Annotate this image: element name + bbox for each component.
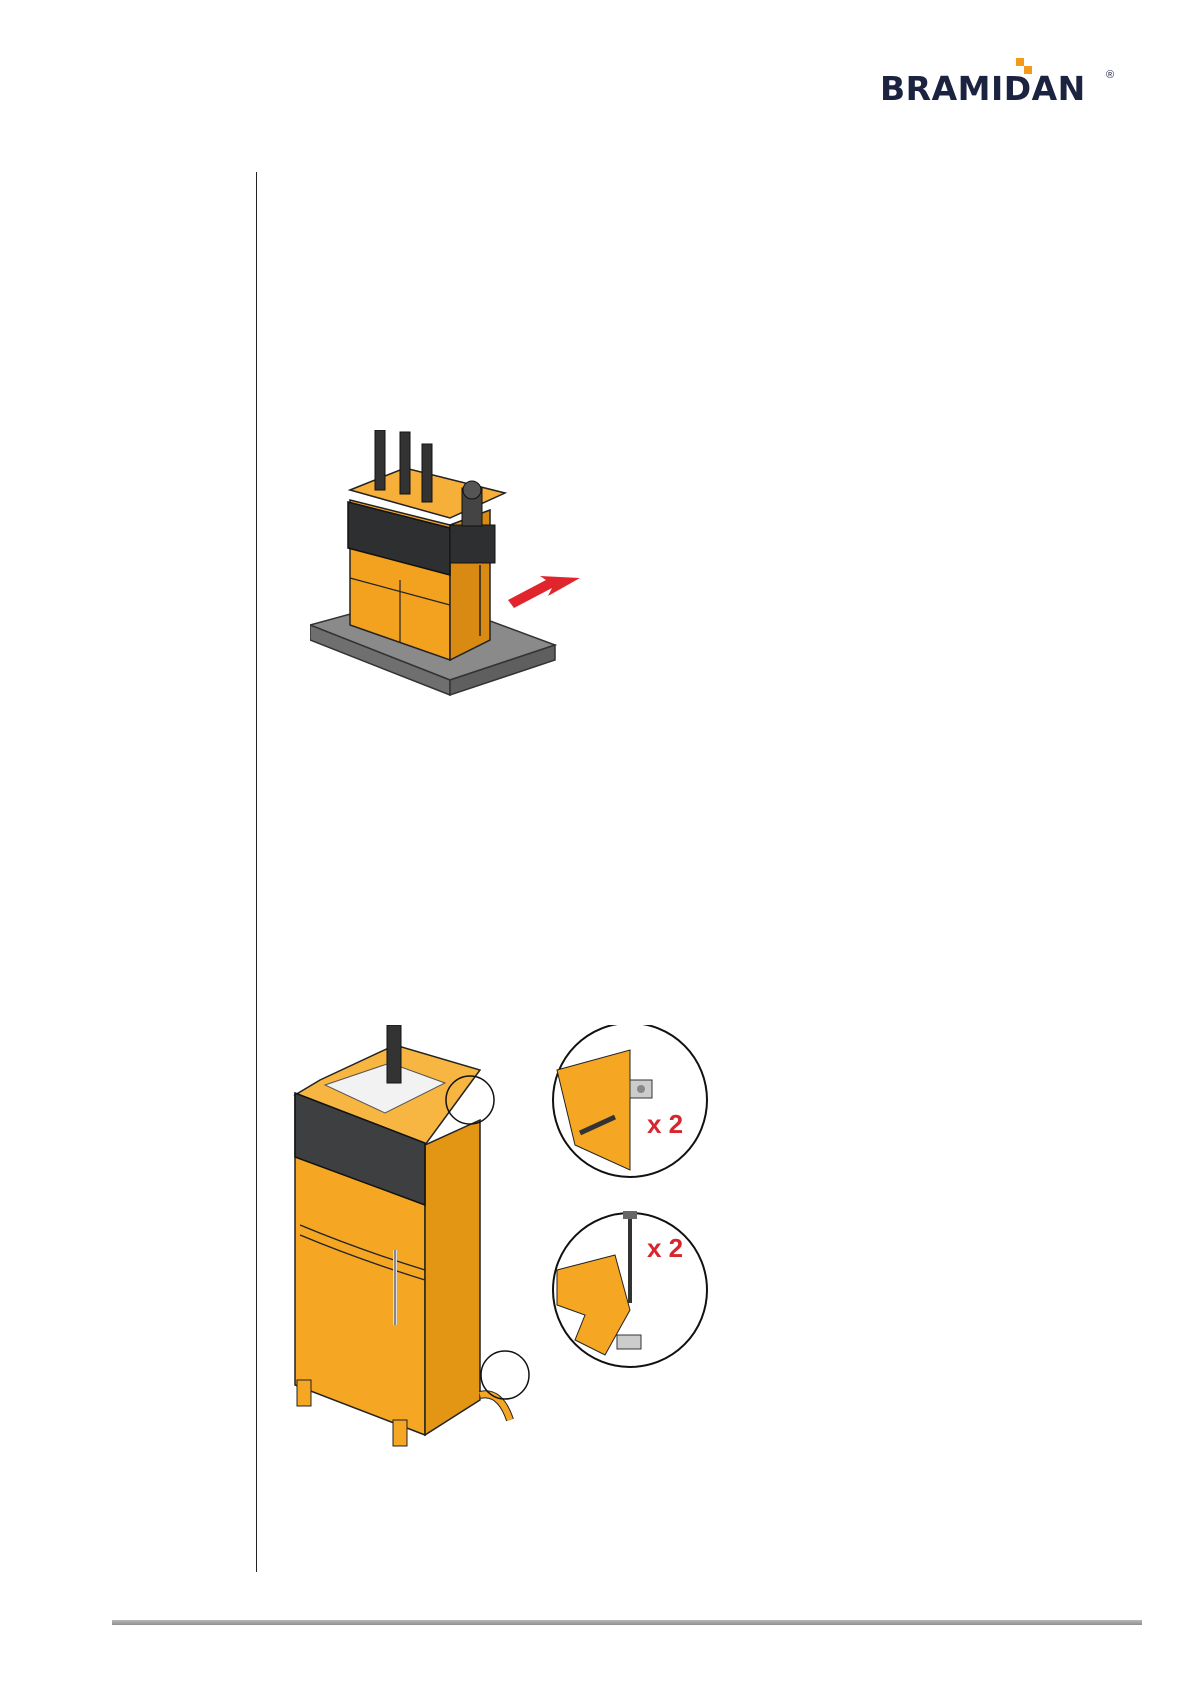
- brand-name: BRAMIDAN: [880, 69, 1086, 108]
- registered-mark: ®: [1106, 69, 1114, 81]
- margin-rule: [256, 172, 257, 1572]
- baler-platform-figure: [310, 430, 630, 735]
- quantity-label: x 2: [647, 1109, 683, 1139]
- quantity-label: x 2: [647, 1233, 683, 1263]
- logo-accent-square: [1016, 58, 1024, 66]
- detail-bracket-callout: x 2: [553, 1025, 707, 1177]
- detail-bolt-callout: x 2: [553, 1211, 707, 1367]
- baler-anchoring-figure: x 2 x 2: [285, 1025, 775, 1460]
- footer-rule: [112, 1620, 1142, 1625]
- red-arrow-icon: [508, 576, 580, 608]
- brand-logo: BRAMIDAN ®: [880, 55, 1130, 115]
